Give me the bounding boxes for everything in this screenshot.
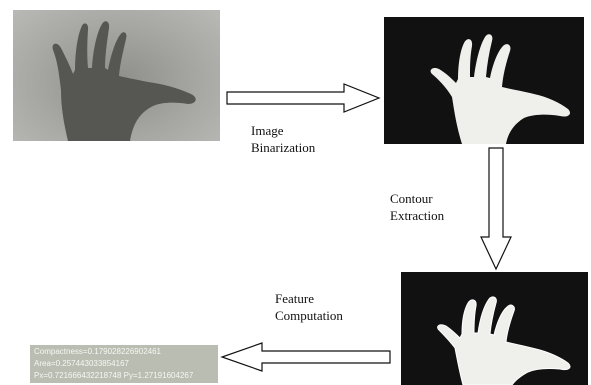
label-feature-computation: Feature Computation <box>275 290 343 324</box>
binarized-hand-image <box>384 17 584 144</box>
hand-shape-gray <box>13 10 220 141</box>
contour-hand-image <box>401 272 588 385</box>
arrow-right-icon <box>226 82 382 114</box>
original-hand-image <box>13 10 220 141</box>
hand-shape-white <box>384 17 584 144</box>
arrow-left-icon <box>220 341 392 373</box>
label-image-binarization: Image Binarization <box>251 122 315 156</box>
label-contour-extraction: Contour Extraction <box>390 190 444 224</box>
readout-compactness: Compactness=0.179028226902461 <box>34 346 218 358</box>
arrow-down-icon <box>480 147 512 271</box>
feature-readout: Compactness=0.179028226902461 Area=0.257… <box>30 345 218 383</box>
readout-centroid: Px=0.721666432218748 Py=1.27191604267 <box>34 370 218 382</box>
readout-area: Area=0.257443033854167 <box>34 358 218 370</box>
hand-shape-contour <box>401 272 588 385</box>
